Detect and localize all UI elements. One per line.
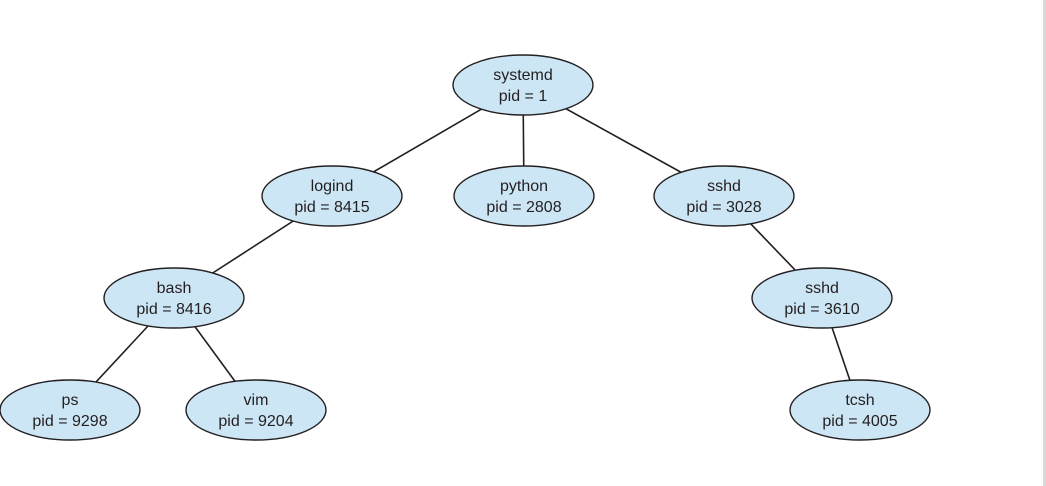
process-node-sshd2: sshd pid = 3610 — [751, 267, 893, 329]
process-pid: pid = 3610 — [784, 301, 859, 318]
process-pid: pid = 9298 — [32, 413, 107, 430]
node-ellipse — [453, 165, 595, 227]
node-ellipse — [653, 165, 795, 227]
process-pid: pid = 9204 — [218, 413, 293, 430]
process-name: systemd — [493, 67, 553, 84]
right-border — [1043, 0, 1046, 486]
node-ellipse — [789, 379, 931, 441]
process-name: sshd — [805, 280, 839, 297]
node-ellipse — [751, 267, 893, 329]
node-layer: systemd pid = 1 logind pid = 8415 python pid … — [0, 54, 931, 441]
process-node-logind: logind pid = 8415 — [261, 165, 403, 227]
process-pid: pid = 8416 — [136, 301, 211, 318]
node-ellipse — [185, 379, 327, 441]
process-pid: pid = 3028 — [686, 199, 761, 216]
process-node-vim: vim pid = 9204 — [185, 379, 327, 441]
node-ellipse — [103, 267, 245, 329]
process-name: ps — [62, 392, 79, 409]
process-pid: pid = 4005 — [822, 413, 897, 430]
process-node-systemd: systemd pid = 1 — [452, 54, 594, 116]
process-pid: pid = 8415 — [294, 199, 369, 216]
process-name: sshd — [707, 178, 741, 195]
node-ellipse — [452, 54, 594, 116]
process-pid: pid = 2808 — [486, 199, 561, 216]
process-node-bash: bash pid = 8416 — [103, 267, 245, 329]
process-node-tcsh: tcsh pid = 4005 — [789, 379, 931, 441]
process-name: vim — [244, 392, 269, 409]
process-name: python — [500, 178, 548, 195]
process-node-python: python pid = 2808 — [453, 165, 595, 227]
process-pid: pid = 1 — [499, 88, 548, 105]
process-name: tcsh — [845, 392, 874, 409]
edge-layer — [69, 84, 861, 411]
node-ellipse — [0, 379, 141, 441]
process-node-ps: ps pid = 9298 — [0, 379, 141, 441]
process-name: bash — [157, 280, 192, 297]
node-ellipse — [261, 165, 403, 227]
process-name: logind — [311, 178, 354, 195]
process-node-sshd1: sshd pid = 3028 — [653, 165, 795, 227]
